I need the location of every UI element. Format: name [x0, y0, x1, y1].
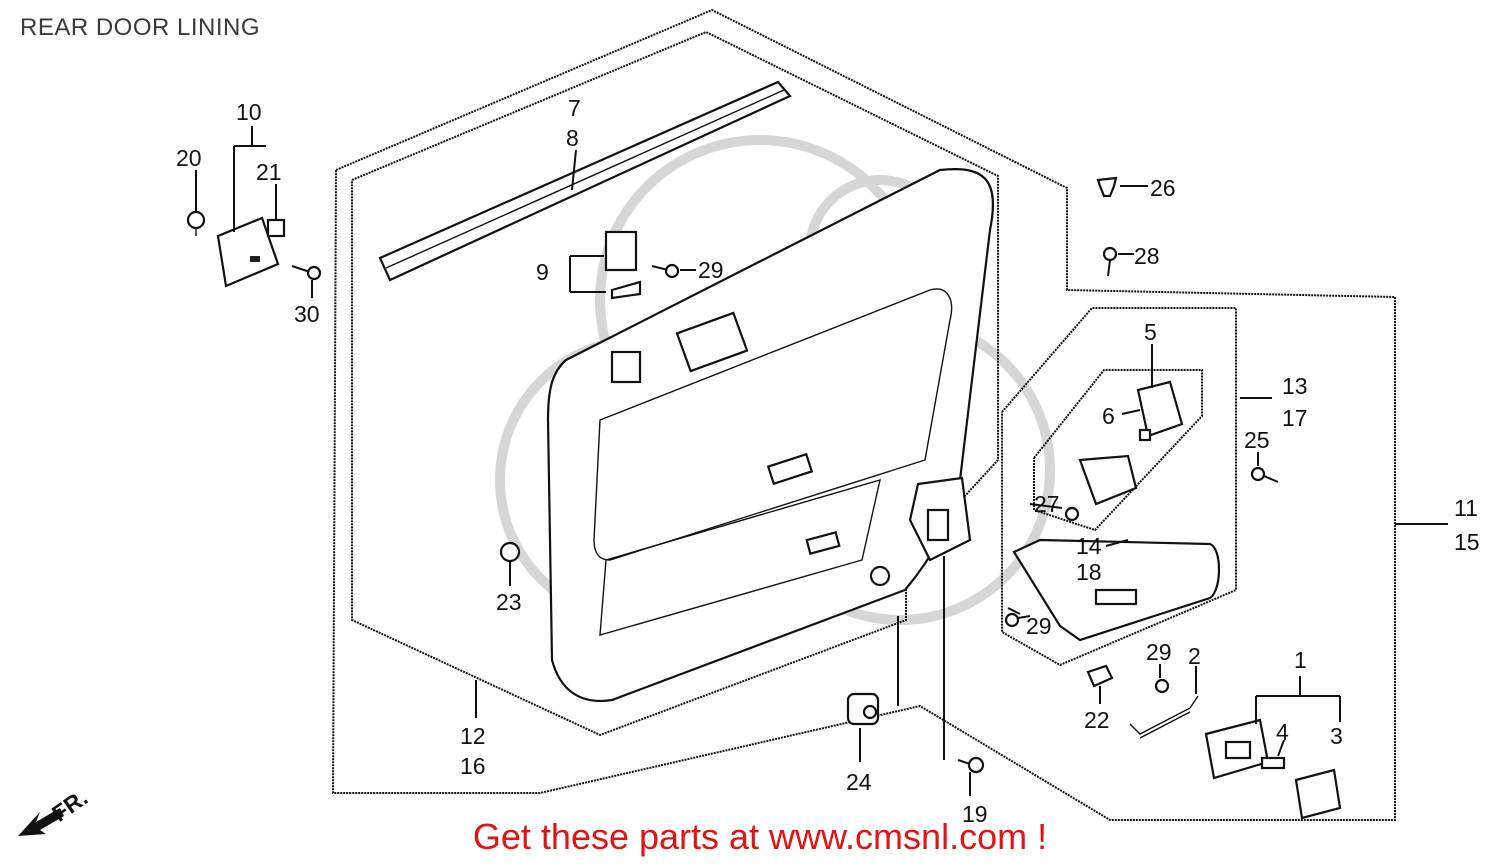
clip-20	[186, 210, 206, 236]
callout-20: 20	[176, 145, 202, 171]
window-sill-molding	[378, 80, 792, 282]
screw-29-b	[1004, 607, 1021, 628]
callout-29-b: 29	[1026, 613, 1052, 639]
handle-housing	[1204, 718, 1270, 780]
cover-3	[1294, 768, 1342, 820]
screw-25	[1250, 466, 1279, 483]
clip-22	[1086, 664, 1114, 688]
clip-26	[1096, 176, 1118, 198]
armrest	[1012, 538, 1220, 642]
callout-7: 7	[568, 95, 581, 121]
hinge-bracket	[216, 216, 280, 288]
callout-numbers: 10 20 21 30 7 8 9 29 26 28 5 6 13 17 25 …	[176, 95, 1480, 827]
pull-bracket-19	[908, 476, 972, 562]
callout-29-a: 29	[698, 257, 724, 283]
rod-2	[1129, 695, 1199, 739]
callout-15: 15	[1454, 529, 1480, 555]
callout-25: 25	[1244, 427, 1270, 453]
callout-9: 9	[536, 259, 549, 285]
callout-28: 28	[1134, 243, 1160, 269]
callout-16: 16	[460, 753, 486, 779]
grommet-24	[846, 692, 880, 726]
group-outline-switch	[1033, 369, 1203, 532]
callout-13: 13	[1282, 373, 1308, 399]
callout-8: 8	[566, 125, 579, 151]
bulb-4	[1260, 756, 1286, 770]
screw-27	[1064, 506, 1080, 522]
clip-panel	[869, 565, 891, 587]
screw-29-a	[651, 263, 680, 279]
callout-17: 17	[1282, 405, 1308, 431]
diagram-title: REAR DOOR LINING	[20, 14, 261, 41]
callout-21: 21	[256, 159, 282, 185]
clip-23	[499, 541, 521, 574]
callout-3: 3	[1330, 723, 1343, 749]
callout-2: 2	[1188, 643, 1201, 669]
callout-4: 4	[1276, 719, 1289, 745]
callout-6: 6	[1102, 403, 1115, 429]
switch-27	[1078, 454, 1138, 506]
callout-10: 10	[236, 99, 262, 125]
callout-30: 30	[294, 301, 320, 327]
clip-9	[604, 230, 642, 300]
callout-23: 23	[496, 589, 522, 615]
callout-18: 18	[1076, 559, 1102, 585]
group-outline-main	[331, 8, 1396, 821]
callout-14: 14	[1076, 533, 1102, 559]
callout-29-c: 29	[1146, 639, 1172, 665]
callout-5: 5	[1144, 319, 1157, 345]
clip-21	[266, 218, 286, 238]
screw-19	[957, 756, 985, 774]
callout-11: 11	[1454, 495, 1478, 521]
callout-24: 24	[846, 769, 872, 795]
callout-27: 27	[1034, 491, 1060, 517]
screw-30	[291, 265, 322, 281]
footer-promo-text: Get these parts at www.cmsnl.com !	[472, 816, 1048, 857]
callout-22: 22	[1084, 707, 1110, 733]
callout-19: 19	[962, 801, 988, 827]
callout-26: 26	[1150, 175, 1176, 201]
callout-12: 12	[460, 723, 486, 749]
callout-1: 1	[1294, 647, 1307, 673]
leader-lines	[195, 126, 1448, 796]
screw-28	[1102, 246, 1118, 277]
screw-29-c	[1154, 678, 1170, 694]
switch-5-6	[1136, 380, 1184, 442]
